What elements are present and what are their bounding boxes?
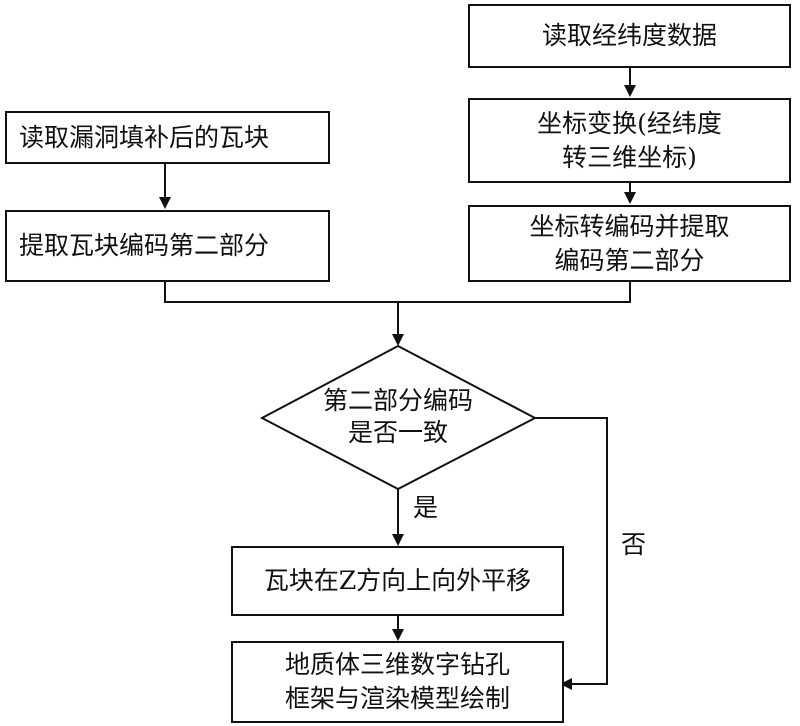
box-render-model-line2: 框架与渲染模型绘制 (284, 684, 510, 713)
box-coord-encode: 坐标转编码并提取 编码第二部分 (468, 205, 791, 282)
box-shift-tiles-text: 瓦块在Z方向上向外平移 (263, 566, 532, 595)
arrow-no-branch (535, 417, 608, 690)
box-shift-tiles: 瓦块在Z方向上向外平移 (231, 546, 564, 616)
box-coord-transform-line1: 坐标变换(经纬度 (537, 108, 722, 138)
box-extract-tile-code: 提取瓦块编码第二部分 (5, 210, 330, 282)
box-coord-encode-line1: 坐标转编码并提取 (529, 211, 730, 241)
yes-label: 是 (413, 493, 439, 522)
decision-text: 第二部分编码 是否一致 (290, 385, 506, 449)
decision-line2: 是否一致 (347, 418, 448, 447)
merge-connector (164, 281, 631, 303)
box-coord-transform: 坐标变换(经纬度 转三维坐标) (468, 98, 791, 183)
box-read-latlon-text: 读取经纬度数据 (541, 21, 717, 50)
box-extract-tile-code-text: 提取瓦块编码第二部分 (19, 231, 270, 260)
box-coord-encode-line2: 编码第二部分 (554, 245, 705, 275)
box-render-model-line1: 地质体三维数字钻孔 (284, 650, 510, 679)
no-label: 否 (621, 530, 647, 559)
box-read-tiles-text: 读取漏洞填补后的瓦块 (19, 122, 270, 152)
box-read-latlon: 读取经纬度数据 (468, 4, 791, 68)
box-coord-transform-line2: 转三维坐标) (562, 142, 697, 172)
decision-line1: 第二部分编码 (322, 386, 473, 415)
box-read-tiles: 读取漏洞填补后的瓦块 (5, 111, 330, 164)
box-render-model: 地质体三维数字钻孔 框架与渲染模型绘制 (231, 641, 564, 723)
